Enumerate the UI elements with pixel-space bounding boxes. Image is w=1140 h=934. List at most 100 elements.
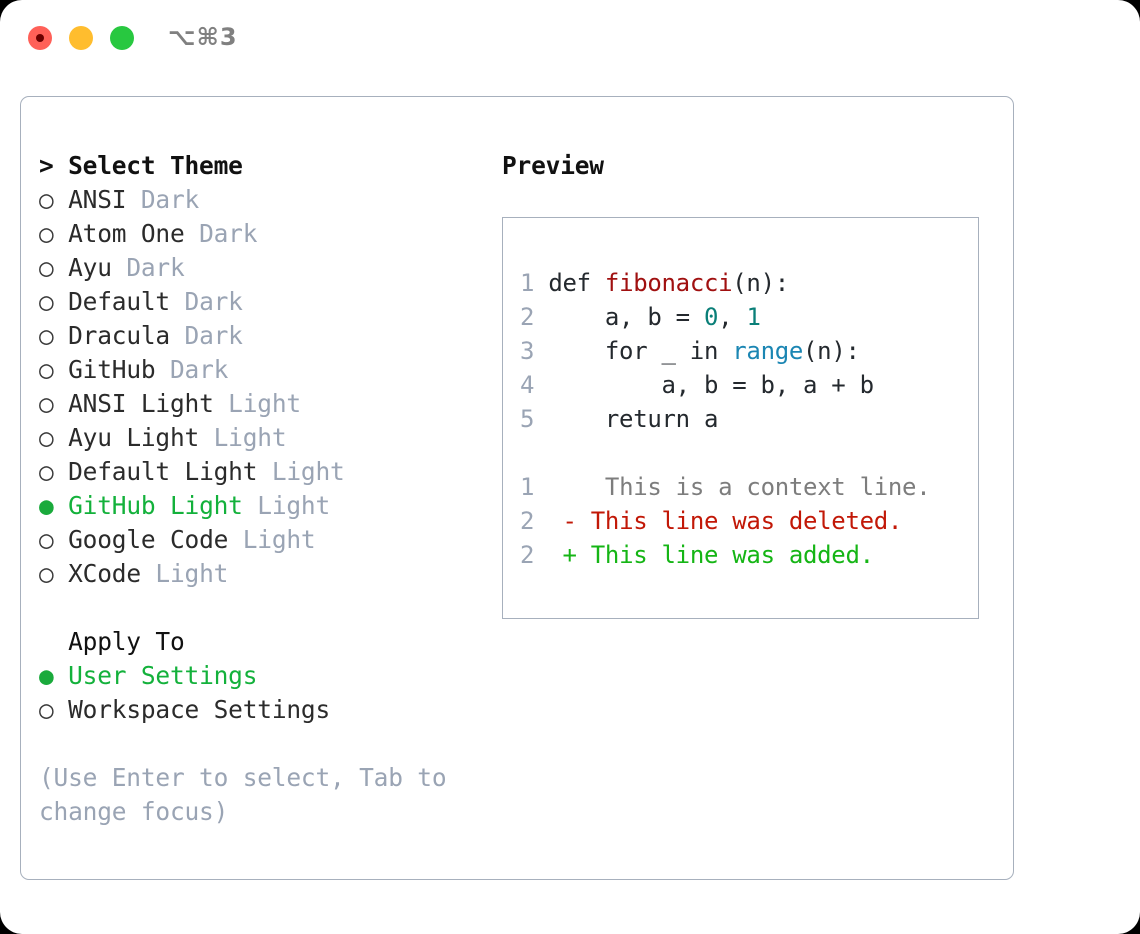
theme-item-variant: Light xyxy=(228,525,316,554)
gutter-space xyxy=(534,473,562,501)
theme-list-item[interactable]: ○ Atom One Dark xyxy=(39,217,489,251)
theme-item-label: XCode xyxy=(53,559,141,588)
code-token-plain: for _ in xyxy=(548,337,733,365)
theme-list: ○ ANSI Dark○ Atom One Dark○ Ayu Dark○ De… xyxy=(39,183,489,591)
line-number: 2 xyxy=(520,541,535,569)
minimize-window-icon[interactable] xyxy=(69,26,93,50)
code-line: 2 a, b = 0, 1 xyxy=(520,300,972,334)
main-panel: > Select Theme ○ ANSI Dark○ Atom One Dar… xyxy=(20,96,1014,880)
diff-marker: + xyxy=(562,541,577,569)
theme-item-label: Ayu xyxy=(53,253,112,282)
code-line: 3 for _ in range(n): xyxy=(520,334,972,368)
line-number: 1 xyxy=(520,473,535,501)
theme-item-label: Google Code xyxy=(53,525,229,554)
code-token-plain: , xyxy=(718,303,747,331)
theme-list-item[interactable]: ○ Default Dark xyxy=(39,285,489,319)
close-window-icon[interactable] xyxy=(28,26,52,50)
theme-list-item[interactable]: ○ Dracula Dark xyxy=(39,319,489,353)
theme-item-variant: Dark xyxy=(169,321,243,350)
radio-unselected-icon: ○ xyxy=(39,287,54,316)
maximize-window-icon[interactable] xyxy=(110,26,134,50)
code-token-num: 1 xyxy=(746,303,761,331)
keyboard-shortcut-label: ⌥⌘3 xyxy=(168,23,238,51)
theme-list-item[interactable]: ○ GitHub Dark xyxy=(39,353,489,387)
code-token-plain: a, b = xyxy=(548,303,704,331)
diff-text: This is a context line. xyxy=(576,473,931,501)
theme-list-item[interactable]: ○ Default Light Light xyxy=(39,455,489,489)
radio-unselected-icon: ○ xyxy=(39,355,54,384)
preview-column: Preview 1 def fibonacci(n):2 a, b = 0, 1… xyxy=(502,149,992,619)
code-token-plain: (n): xyxy=(732,269,789,297)
code-line: 5 return a xyxy=(520,402,972,436)
theme-list-item[interactable]: ○ Ayu Light Light xyxy=(39,421,489,455)
line-number: 2 xyxy=(520,303,535,331)
diff-text: This line was added. xyxy=(576,541,874,569)
title-bar: ⌥⌘3 xyxy=(0,0,1140,76)
line-number: 5 xyxy=(520,405,535,433)
theme-item-variant: Light xyxy=(257,457,345,486)
theme-item-label: Dracula xyxy=(53,321,170,350)
theme-item-variant: Dark xyxy=(126,185,200,214)
theme-list-item[interactable]: ○ XCode Light xyxy=(39,557,489,591)
radio-unselected-icon: ○ xyxy=(39,185,54,214)
theme-list-item[interactable]: ○ ANSI Dark xyxy=(39,183,489,217)
preview-title: Preview xyxy=(502,151,604,180)
code-token-plain: return a xyxy=(548,405,719,433)
diff-sample: 1 This is a context line.2 - This line w… xyxy=(520,470,972,572)
theme-item-variant: Light xyxy=(199,423,287,452)
radio-unselected-icon: ○ xyxy=(39,321,54,350)
diff-text: This line was deleted. xyxy=(576,507,903,535)
keyboard-hint-text: (Use Enter to select, Tab to change focu… xyxy=(39,763,447,826)
theme-item-variant: Dark xyxy=(155,355,229,384)
theme-item-variant: Dark xyxy=(111,253,185,282)
theme-item-label: GitHub xyxy=(53,355,156,384)
theme-item-variant: Light xyxy=(213,389,301,418)
apply-to-item[interactable]: ○ Workspace Settings xyxy=(39,693,489,727)
code-token-func: fibonacci xyxy=(604,269,733,297)
line-number: 1 xyxy=(520,269,535,297)
radio-unselected-icon: ○ xyxy=(39,695,54,724)
theme-list-item[interactable]: ● GitHub Light Light xyxy=(39,489,489,523)
radio-unselected-icon: ○ xyxy=(39,389,54,418)
theme-item-variant: Dark xyxy=(184,219,258,248)
radio-unselected-icon: ○ xyxy=(39,253,54,282)
code-line: 4 a, b = b, a + b xyxy=(520,368,972,402)
radio-unselected-icon: ○ xyxy=(39,423,54,452)
code-token-num: 0 xyxy=(703,303,719,331)
theme-item-label: Default Light xyxy=(53,457,258,486)
theme-picker-column: > Select Theme ○ ANSI Dark○ Atom One Dar… xyxy=(39,149,489,829)
diff-line: 2 - This line was deleted. xyxy=(520,504,972,538)
line-number: 2 xyxy=(520,507,535,535)
theme-item-label: Ayu Light xyxy=(53,423,200,452)
gutter-space xyxy=(534,269,548,297)
line-number: 3 xyxy=(520,337,535,365)
radio-unselected-icon: ○ xyxy=(39,559,54,588)
gutter-space xyxy=(534,507,562,535)
theme-list-item[interactable]: ○ ANSI Light Light xyxy=(39,387,489,421)
apply-to-header: Apply To xyxy=(39,627,185,656)
code-line: 1 def fibonacci(n): xyxy=(520,266,972,300)
radio-selected-icon: ● xyxy=(39,491,54,520)
theme-item-variant: Dark xyxy=(169,287,243,316)
diff-line: 2 + This line was added. xyxy=(520,538,972,572)
apply-to-item-label: User Settings xyxy=(53,661,258,690)
diff-marker: - xyxy=(562,507,577,535)
gutter-space xyxy=(534,337,548,365)
traffic-light-group xyxy=(28,26,134,50)
gutter-space xyxy=(534,541,562,569)
apply-to-item[interactable]: ● User Settings xyxy=(39,659,489,693)
theme-item-variant: Light xyxy=(242,491,331,520)
radio-unselected-icon: ○ xyxy=(39,219,54,248)
radio-selected-icon: ● xyxy=(39,661,54,690)
apply-to-item-label: Workspace Settings xyxy=(53,695,331,724)
line-number: 4 xyxy=(520,371,535,399)
theme-list-item[interactable]: ○ Ayu Dark xyxy=(39,251,489,285)
code-token-plain: (n): xyxy=(803,337,860,365)
theme-list-item[interactable]: ○ Google Code Light xyxy=(39,523,489,557)
diff-line: 1 This is a context line. xyxy=(520,470,972,504)
apply-to-section: Apply To ● User Settings○ Workspace Sett… xyxy=(39,625,489,727)
theme-item-label: ANSI xyxy=(53,185,127,214)
theme-item-label: GitHub Light xyxy=(53,491,243,520)
